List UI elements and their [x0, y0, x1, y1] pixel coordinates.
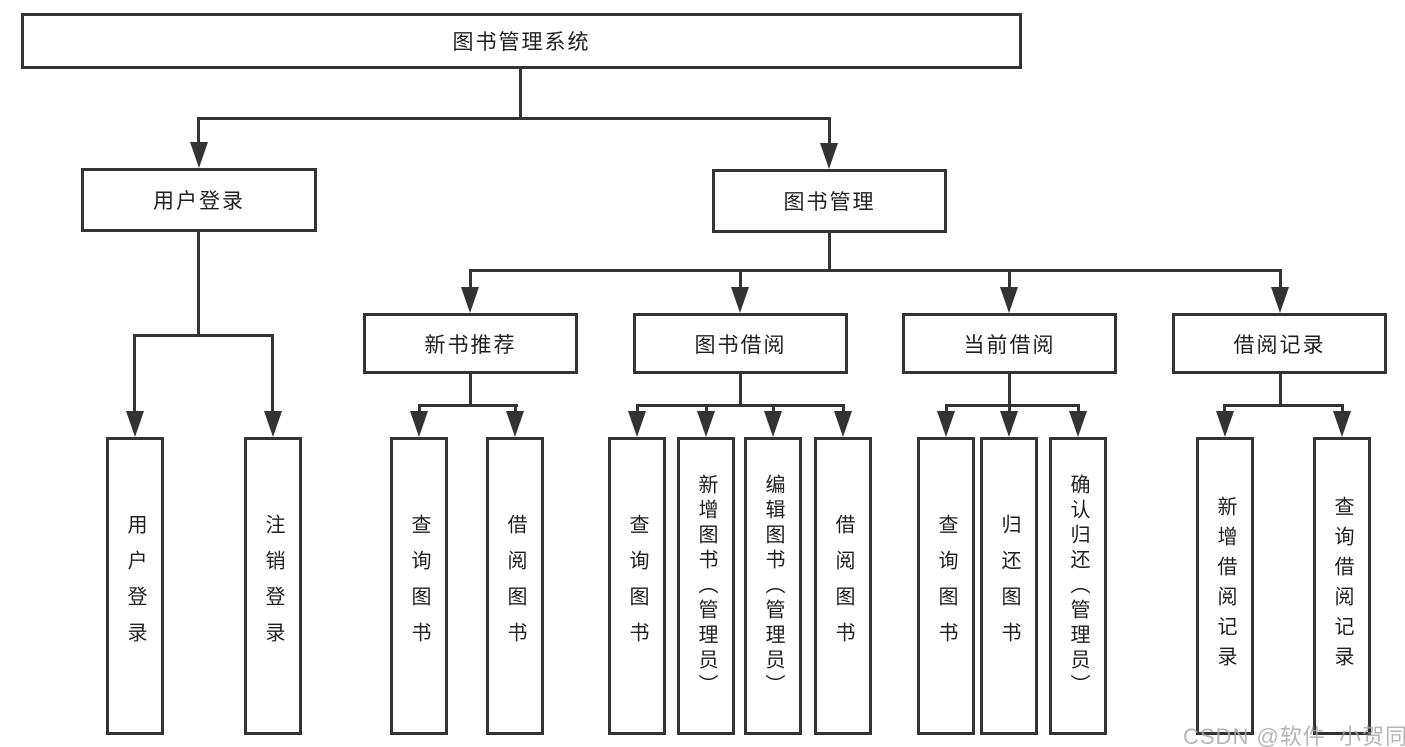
leaf-borrow-books-recommend: 借阅图书 — [486, 437, 544, 735]
connector-line — [1008, 373, 1011, 407]
connector-line — [1077, 404, 1080, 414]
arrow-down-icon — [190, 142, 208, 168]
connector-line — [739, 373, 742, 407]
node-book-management-label: 图书管理 — [783, 191, 876, 214]
arrow-down-icon — [834, 411, 852, 437]
leaf-query-books-current: 查询图书 — [917, 437, 975, 735]
connector-line — [1279, 269, 1282, 290]
connector-line — [1223, 404, 1344, 407]
leaf-label: 查询借阅记录 — [1331, 496, 1353, 676]
connector-line — [842, 404, 845, 414]
arrow-down-icon — [937, 411, 955, 437]
connector-line — [133, 334, 136, 414]
connector-line — [469, 269, 472, 290]
leaf-label: 新增借阅记录 — [1214, 496, 1236, 676]
node-user-login-label: 用户登录 — [153, 190, 245, 213]
arrow-down-icon — [264, 411, 282, 437]
connector-line — [197, 117, 831, 120]
connector-line — [1008, 404, 1011, 414]
connector-line — [469, 269, 1282, 272]
node-borrow-records-label: 借阅记录 — [1233, 333, 1326, 357]
csdn-watermark: CSDN @软件_小贺同学 — [1183, 724, 1405, 747]
leaf-label: 新增图书（管理员） — [695, 473, 717, 699]
arrow-down-icon — [410, 411, 428, 437]
node-borrow-records: 借阅记录 — [1172, 313, 1387, 374]
connector-line — [469, 373, 472, 407]
leaf-label: 用户登录 — [124, 514, 146, 658]
leaf-query-books-borrow: 查询图书 — [608, 437, 666, 735]
arrow-down-icon — [697, 411, 715, 437]
connector-line — [636, 404, 845, 407]
arrow-down-icon — [820, 143, 838, 169]
leaf-label: 借阅图书 — [832, 514, 854, 658]
leaf-edit-books-admin: 编辑图书（管理员） — [744, 437, 802, 735]
node-user-login: 用户登录 — [81, 168, 317, 232]
arrow-down-icon — [1333, 411, 1351, 437]
connector-line — [945, 404, 948, 414]
node-new-book-recommend-label: 新书推荐 — [424, 333, 517, 357]
leaf-add-books-admin: 新增图书（管理员） — [677, 437, 735, 735]
arrow-down-icon — [506, 411, 524, 437]
node-book-management: 图书管理 — [712, 169, 947, 233]
leaf-label: 归还图书 — [998, 514, 1020, 658]
leaf-query-books-recommend: 查询图书 — [390, 437, 448, 735]
connector-line — [519, 69, 522, 120]
node-current-borrow-label: 当前借阅 — [963, 333, 1056, 357]
connector-line — [1279, 373, 1282, 407]
arrow-down-icon — [1000, 411, 1018, 437]
connector-line — [418, 404, 518, 407]
node-new-book-recommend: 新书推荐 — [363, 313, 578, 374]
connector-line — [739, 269, 742, 290]
arrow-down-icon — [1000, 287, 1018, 313]
leaf-label: 编辑图书（管理员） — [762, 473, 784, 699]
leaf-add-borrow-record: 新增借阅记录 — [1196, 437, 1254, 735]
connector-line — [514, 404, 517, 414]
connector-line — [828, 232, 831, 272]
connector-line — [1341, 404, 1344, 414]
connector-line — [945, 404, 1080, 407]
connector-line — [705, 404, 708, 414]
leaf-label: 查询图书 — [408, 514, 430, 658]
connector-line — [418, 404, 421, 414]
arrow-down-icon — [1216, 411, 1234, 437]
connector-line — [133, 334, 274, 337]
connector-line — [197, 117, 200, 145]
connector-line — [772, 404, 775, 414]
node-current-borrow: 当前借阅 — [902, 313, 1117, 374]
node-book-borrow-label: 图书借阅 — [694, 333, 787, 357]
leaf-user-login: 用户登录 — [106, 437, 164, 735]
connector-line — [636, 404, 639, 414]
connector-line — [1008, 269, 1011, 290]
arrow-down-icon — [731, 287, 749, 313]
arrow-down-icon — [1069, 411, 1087, 437]
leaf-label: 查询图书 — [626, 514, 648, 658]
arrow-down-icon — [126, 411, 144, 437]
arrow-down-icon — [1271, 287, 1289, 313]
node-root-label: 图书管理系统 — [452, 31, 591, 54]
connector-line — [828, 117, 831, 145]
leaf-confirm-return-admin: 确认归还（管理员） — [1049, 437, 1107, 735]
leaf-label: 借阅图书 — [504, 514, 526, 658]
leaf-label: 注销登录 — [262, 514, 284, 658]
arrow-down-icon — [628, 411, 646, 437]
connector-line — [271, 334, 274, 414]
leaf-label: 确认归还（管理员） — [1067, 473, 1089, 699]
leaf-logout: 注销登录 — [244, 437, 302, 735]
node-book-borrow: 图书借阅 — [633, 313, 848, 374]
arrow-down-icon — [461, 287, 479, 313]
connector-line — [1223, 404, 1226, 414]
arrow-down-icon — [764, 411, 782, 437]
leaf-borrow-books: 借阅图书 — [814, 437, 872, 735]
leaf-return-books: 归还图书 — [980, 437, 1038, 735]
node-root: 图书管理系统 — [21, 13, 1022, 69]
leaf-label: 查询图书 — [935, 514, 957, 658]
connector-line — [197, 231, 200, 337]
leaf-query-borrow-record: 查询借阅记录 — [1313, 437, 1371, 735]
